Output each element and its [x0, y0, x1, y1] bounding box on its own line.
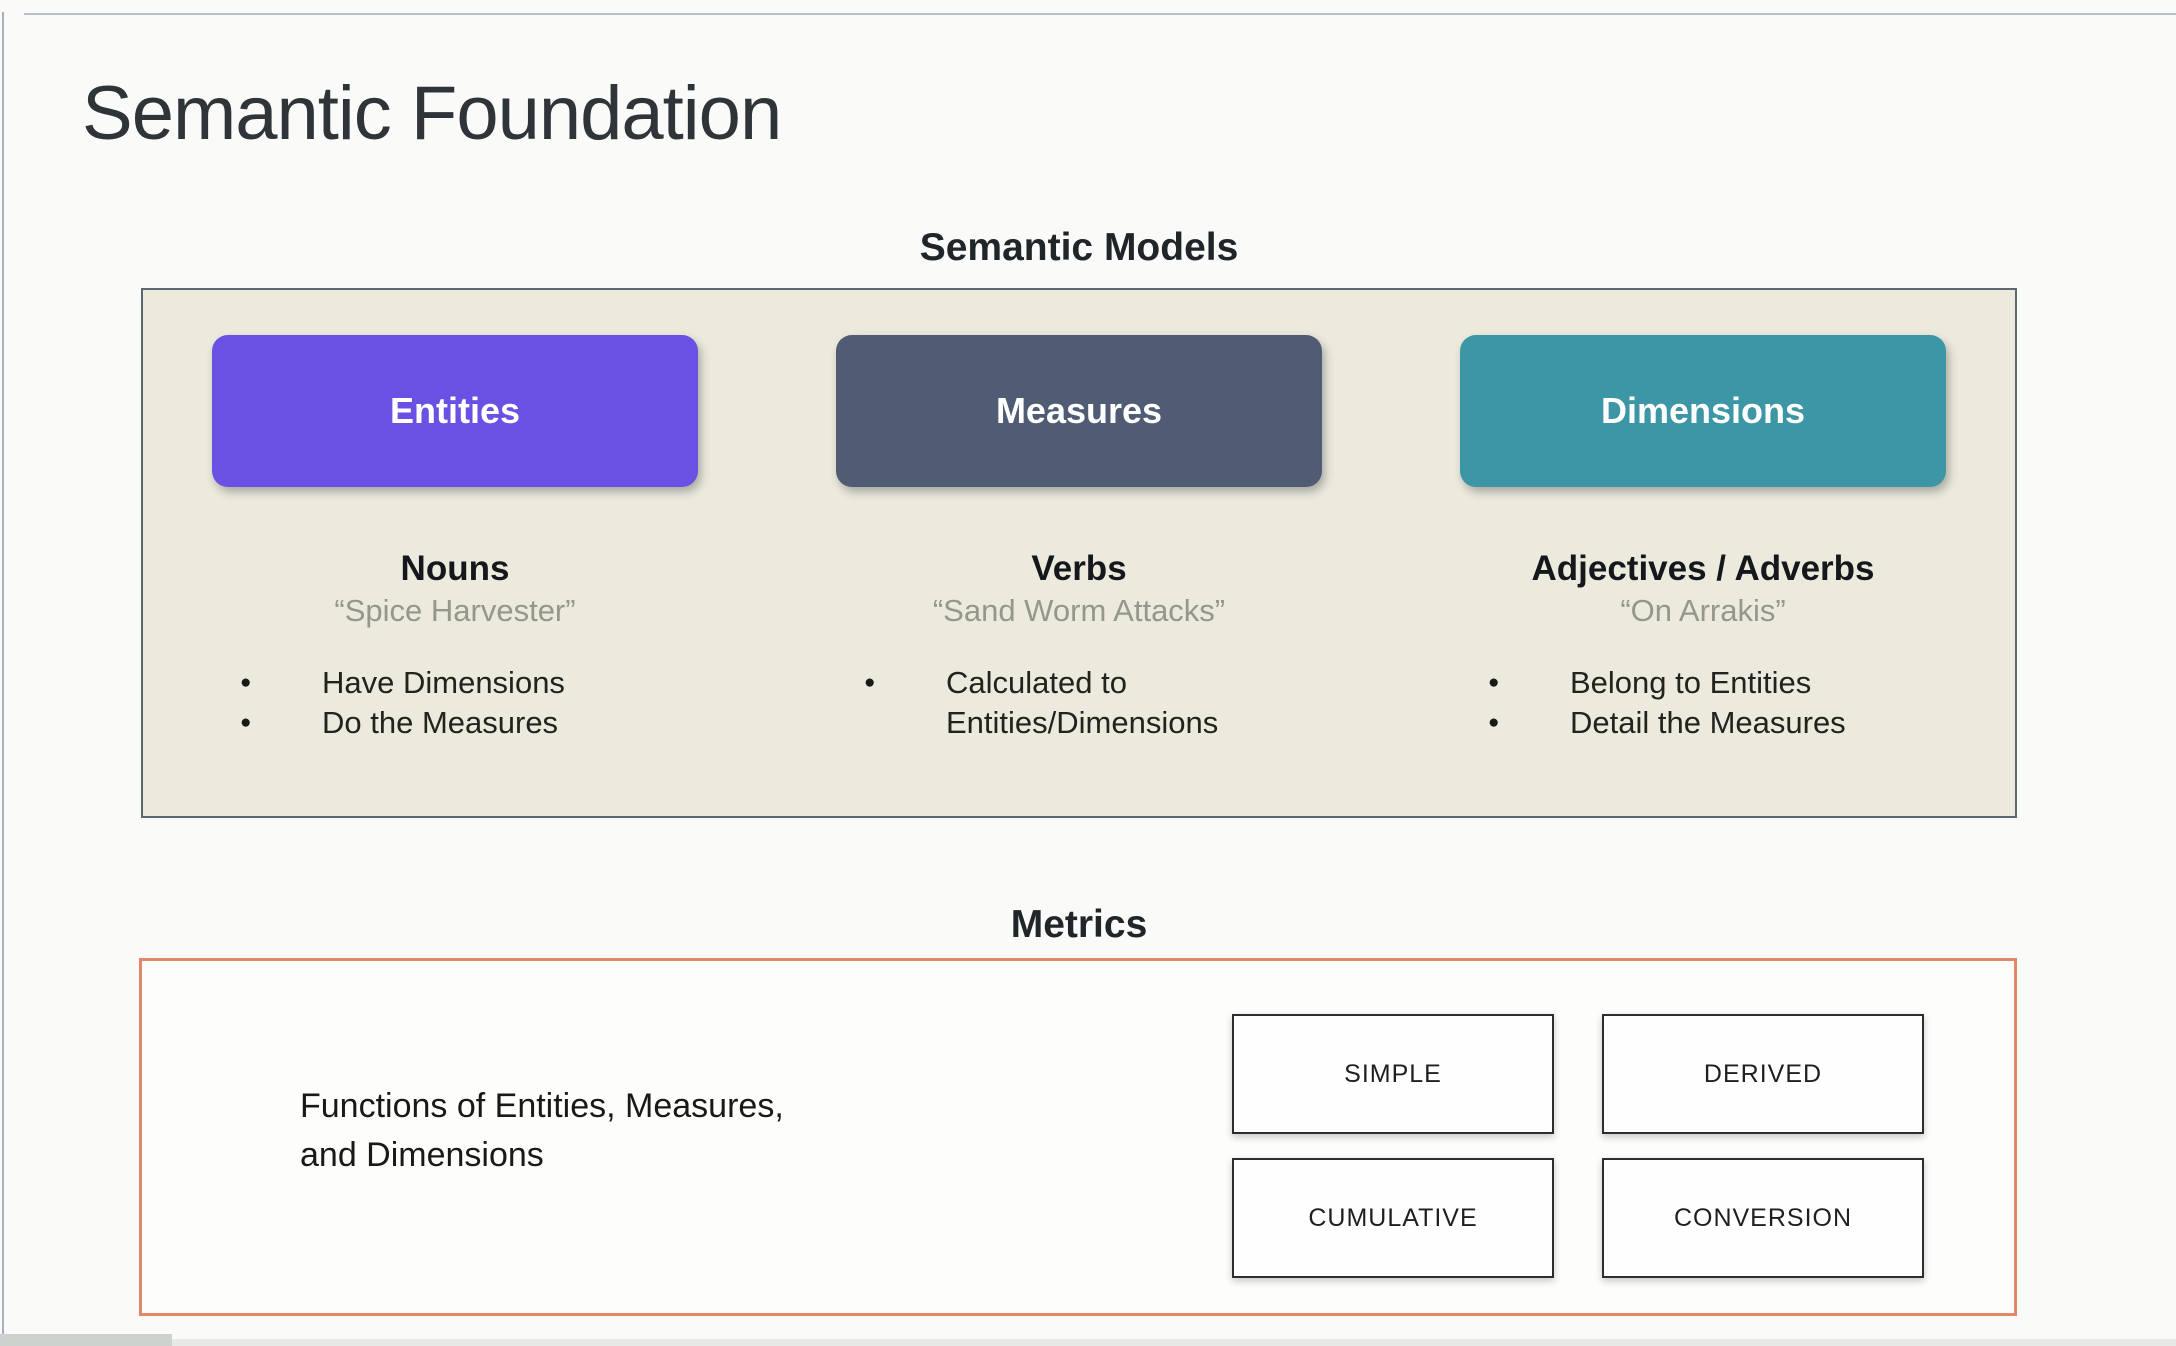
bullet-list: Calculated to Entities/Dimensions: [864, 663, 1294, 743]
window-border-left: [2, 12, 4, 1346]
dimensions-pill: Dimensions: [1460, 335, 1946, 487]
bullet-list: Belong to Entities Detail the Measures: [1488, 663, 1918, 743]
bullet-item: Belong to Entities: [1488, 663, 1918, 703]
bullet-text: Do the Measures: [322, 705, 559, 740]
bottom-left-edge-strip: [0, 1334, 172, 1346]
metrics-panel: Functions of Entities, Measures, and Dim…: [139, 958, 2017, 1316]
metrics-description: Functions of Entities, Measures, and Dim…: [300, 1082, 784, 1180]
example-quote: “Spice Harvester”: [334, 593, 576, 628]
example-quote: “On Arrakis”: [1620, 593, 1786, 628]
model-column-dimensions: Dimensions Adjectives / Adverbs “On Arra…: [1391, 335, 2015, 816]
model-column-entities: Entities Nouns “Spice Harvester” Have Di…: [143, 335, 767, 816]
semantic-models-panel: Entities Nouns “Spice Harvester” Have Di…: [141, 288, 2017, 818]
role-label: Nouns: [400, 549, 510, 588]
example-quote: “Sand Worm Attacks”: [932, 593, 1226, 628]
model-column-measures: Measures Verbs “Sand Worm Attacks” Calcu…: [767, 335, 1391, 816]
bullet-text: Belong to Entities: [1570, 665, 1812, 700]
window-border-top: [24, 13, 2176, 15]
measures-pill: Measures: [836, 335, 1322, 487]
role-label: Verbs: [1031, 549, 1127, 588]
semantic-models-heading: Semantic Models: [919, 226, 1239, 269]
metrics-heading: Metrics: [1010, 903, 1148, 946]
entities-pill: Entities: [212, 335, 698, 487]
page-title: Semantic Foundation: [82, 71, 782, 156]
bottom-edge-strip: [0, 1339, 2176, 1346]
bullet-item: Have Dimensions: [240, 663, 670, 703]
bullet-text: Detail the Measures: [1570, 705, 1846, 740]
metric-box-cumulative: CUMULATIVE: [1232, 1158, 1554, 1278]
bullet-list: Have Dimensions Do the Measures: [240, 663, 670, 743]
metrics-description-line1: Functions of Entities, Measures,: [300, 1087, 784, 1125]
bullet-item: Do the Measures: [240, 703, 670, 743]
metrics-description-line2: and Dimensions: [300, 1136, 544, 1174]
metric-box-derived: DERIVED: [1602, 1014, 1924, 1134]
metric-box-simple: SIMPLE: [1232, 1014, 1554, 1134]
role-label: Adjectives / Adverbs: [1531, 549, 1875, 588]
metric-type-grid: SIMPLE DERIVED CUMULATIVE CONVERSION: [1232, 1014, 1924, 1278]
metric-box-conversion: CONVERSION: [1602, 1158, 1924, 1278]
bullet-item: Detail the Measures: [1488, 703, 1918, 743]
bullet-item: Calculated to Entities/Dimensions: [864, 663, 1294, 743]
bullet-text: Calculated to Entities/Dimensions: [946, 665, 1219, 740]
bullet-text: Have Dimensions: [322, 665, 565, 700]
